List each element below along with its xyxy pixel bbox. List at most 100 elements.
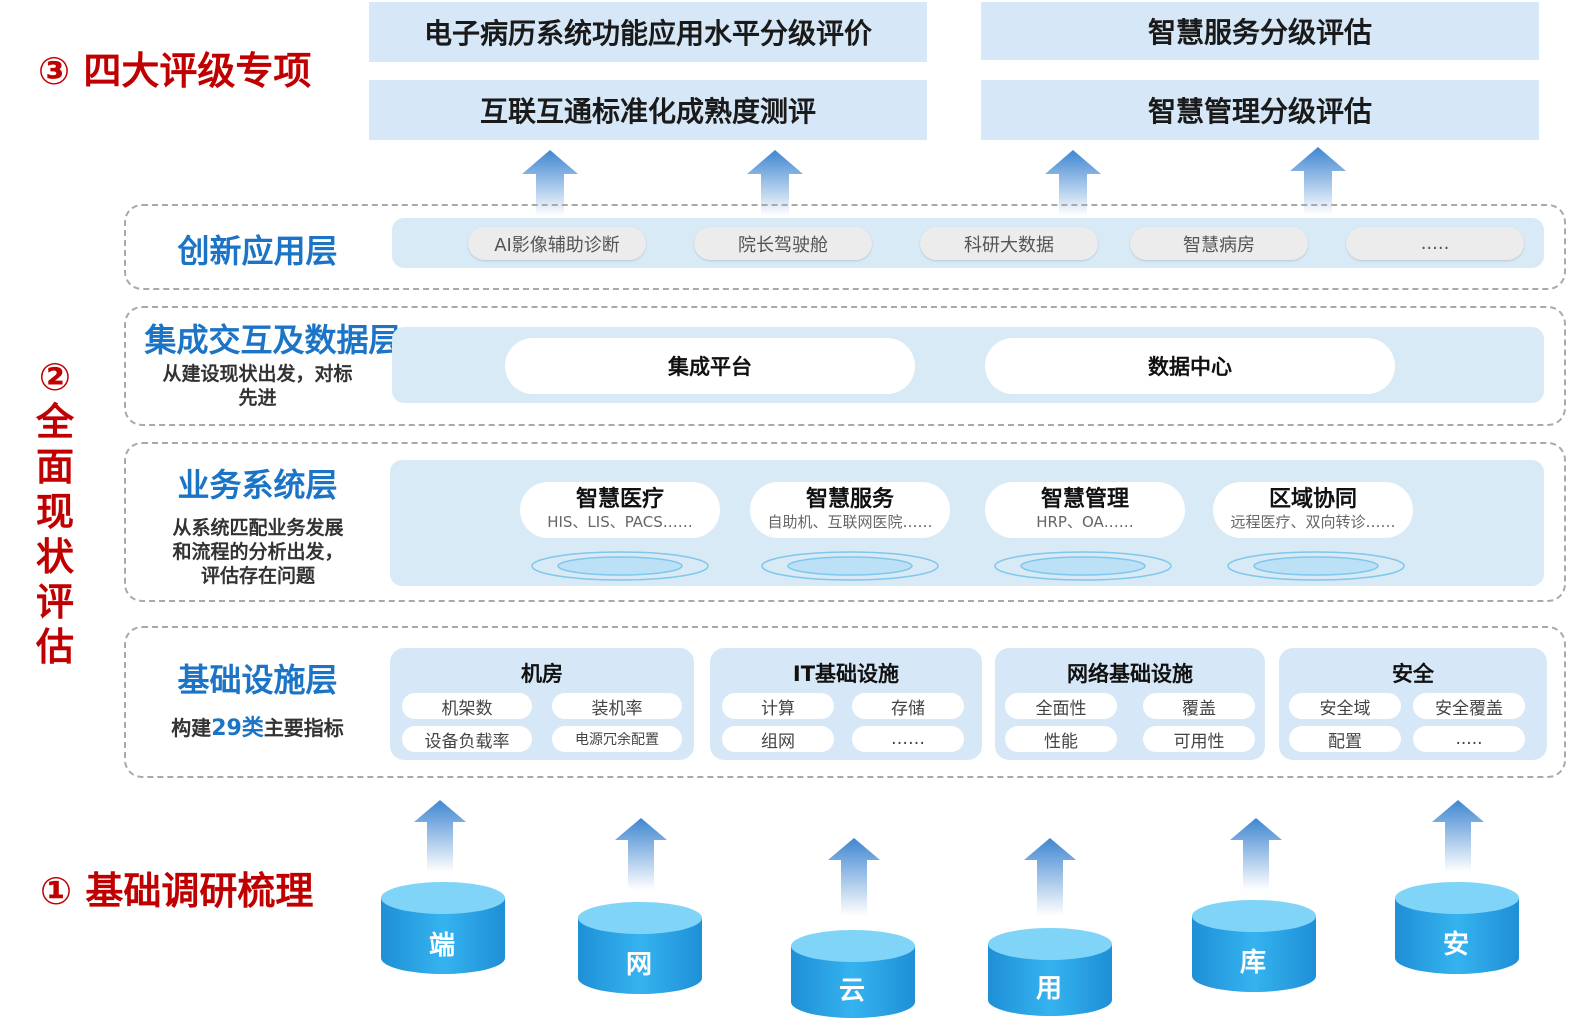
infra-group-machine-room: 机房 机架数 装机率 设备负载率 电源冗余配置	[390, 648, 694, 760]
innovation-item: AI影像辅助诊断	[468, 227, 646, 260]
infra-group-it: IT基础设施 计算 存储 组网 ……	[710, 648, 982, 760]
cylinder-label: 网	[625, 950, 652, 980]
top-box-interop: 互联互通标准化成熟度测评	[369, 80, 927, 140]
section-label-2-char: 评	[35, 580, 74, 624]
section-label-2-char: 估	[35, 625, 74, 669]
infra-item: 设备负载率	[402, 726, 532, 752]
section-label-2-char: 全	[35, 400, 74, 444]
up-arrow-icon	[414, 800, 466, 872]
section-label-3: ③ 四大评级专项	[38, 49, 312, 93]
infra-item: .....	[1413, 726, 1525, 752]
biz-card-regional: 区域协同 远程医疗、双向转诊……	[1213, 482, 1413, 538]
infra-layer-subtitle: 构建29类主要指标	[145, 716, 370, 741]
infra-item: ……	[852, 726, 964, 752]
infra-item: 可用性	[1143, 726, 1255, 752]
top-box-emr-label: 电子病历系统功能应用水平分级评价	[423, 17, 872, 50]
infra-item: 组网	[722, 726, 834, 752]
database-cylinder-icon	[791, 930, 915, 1018]
innovation-item: 智慧病房	[1130, 227, 1308, 260]
infra-item: 性能	[1005, 726, 1117, 752]
innovation-layer	[124, 204, 1566, 290]
infra-layer	[124, 626, 1566, 778]
section-label-2-char: 现	[35, 490, 74, 534]
cylinder-label: 库	[1239, 948, 1266, 978]
subtitle-num: 29类	[211, 716, 264, 741]
integration-layer	[124, 306, 1566, 426]
infra-item: 安全覆盖	[1413, 693, 1525, 719]
top-box-smart-mgmt: 智慧管理分级评估	[981, 80, 1539, 140]
business-layer-subtitle: 从系统匹配业务发展 和流程的分析出发， 评估存在问题	[148, 516, 368, 588]
innovation-layer-title: 创新应用层	[177, 232, 338, 270]
infra-group-title: 网络基础设施	[1067, 662, 1193, 686]
subtitle-line: 和流程的分析出发，	[172, 541, 344, 563]
data-center: 数据中心	[985, 338, 1395, 394]
infra-item: 配置	[1289, 726, 1401, 752]
biz-card-title: 智慧管理	[1040, 487, 1129, 512]
cylinder-label: 用	[1035, 974, 1062, 1004]
infra-item: 机架数	[402, 693, 532, 719]
up-arrow-icon	[522, 150, 578, 216]
infra-group-title: 安全	[1392, 662, 1434, 686]
section-label-2: ② 全 面 现 状 评 估	[34, 355, 76, 670]
infra-item: 计算	[722, 693, 834, 719]
top-box-emr: 电子病历系统功能应用水平分级评价	[369, 2, 927, 62]
up-arrow-icon	[615, 818, 667, 890]
up-arrow-icon	[747, 150, 803, 216]
up-arrow-icon	[1024, 838, 1076, 916]
business-layer-title: 业务系统层	[177, 466, 338, 504]
database-cylinder-icon	[578, 902, 702, 994]
integration-layer-title: 集成交互及数据层	[144, 321, 401, 359]
biz-card-sub: HRP、OA……	[1036, 513, 1134, 531]
top-box-smart-mgmt-label: 智慧管理分级评估	[1147, 95, 1372, 128]
biz-card-sub: 远程医疗、双向转诊……	[1230, 513, 1396, 531]
infra-group-title: 机房	[521, 662, 563, 686]
innovation-item: 院长驾驶舱	[694, 227, 872, 260]
subtitle-line: 评估存在问题	[200, 565, 315, 587]
up-arrow-icon	[1230, 818, 1282, 890]
subtitle-line: 从建设现状出发，对标	[162, 363, 353, 385]
top-box-smart-service: 智慧服务分级评估	[981, 2, 1539, 60]
subtitle-line: 从系统匹配业务发展	[172, 517, 344, 539]
database-cylinder-icon	[1395, 882, 1519, 974]
biz-card-sub: 自助机、互联网医院……	[767, 513, 933, 531]
infra-item: 装机率	[552, 693, 682, 719]
integration-platform: 集成平台	[505, 338, 915, 394]
infra-layer-title: 基础设施层	[177, 661, 338, 699]
biz-card-smart-service: 智慧服务 自助机、互联网医院……	[750, 482, 950, 538]
up-arrow-icon	[1290, 147, 1346, 215]
database-cylinder-icon	[1192, 900, 1316, 992]
ripple-decorations	[531, 551, 1405, 581]
top-box-interop-label: 互联互通标准化成熟度测评	[479, 95, 816, 128]
section-label-2-char: 面	[35, 445, 74, 489]
infra-group-security: 安全 安全域 安全覆盖 配置 .....	[1279, 648, 1547, 760]
biz-card-sub: HIS、LIS、PACS……	[547, 513, 693, 531]
integration-layer-subtitle: 从建设现状出发，对标 先进	[140, 362, 375, 410]
infra-group-network: 网络基础设施 全面性 覆盖 性能 可用性	[995, 648, 1265, 760]
biz-card-smart-medical: 智慧医疗 HIS、LIS、PACS……	[520, 482, 720, 538]
up-arrow-icon	[1432, 800, 1484, 872]
infra-item: 存储	[852, 693, 964, 719]
biz-card-title: 智慧服务	[805, 487, 894, 512]
biz-card-smart-mgmt: 智慧管理 HRP、OA……	[985, 482, 1185, 538]
up-arrow-icon	[828, 838, 880, 916]
subtitle-post: 主要指标	[263, 716, 344, 740]
infra-item: 电源冗余配置	[552, 726, 682, 752]
section-label-2-char: 状	[35, 535, 74, 579]
innovation-item: 科研大数据	[920, 227, 1098, 260]
biz-card-title: 智慧医疗	[575, 487, 664, 512]
infra-item: 安全域	[1289, 693, 1401, 719]
infra-item: 全面性	[1005, 693, 1117, 719]
infra-group-title: IT基础设施	[792, 662, 900, 686]
database-cylinder-icon	[381, 882, 505, 974]
business-layer	[124, 442, 1566, 602]
up-arrow-icon	[1045, 150, 1101, 216]
subtitle-pre: 构建	[171, 716, 212, 740]
top-box-smart-service-label: 智慧服务分级评估	[1147, 16, 1372, 49]
cylinder-label: 安	[1442, 930, 1469, 960]
database-cylinder-icon	[988, 928, 1112, 1016]
cylinder-label: 云	[838, 976, 865, 1006]
biz-card-title: 区域协同	[1268, 487, 1357, 512]
infra-item: 覆盖	[1143, 693, 1255, 719]
innovation-item: .....	[1346, 227, 1524, 260]
section-label-2-char: ②	[38, 355, 72, 399]
